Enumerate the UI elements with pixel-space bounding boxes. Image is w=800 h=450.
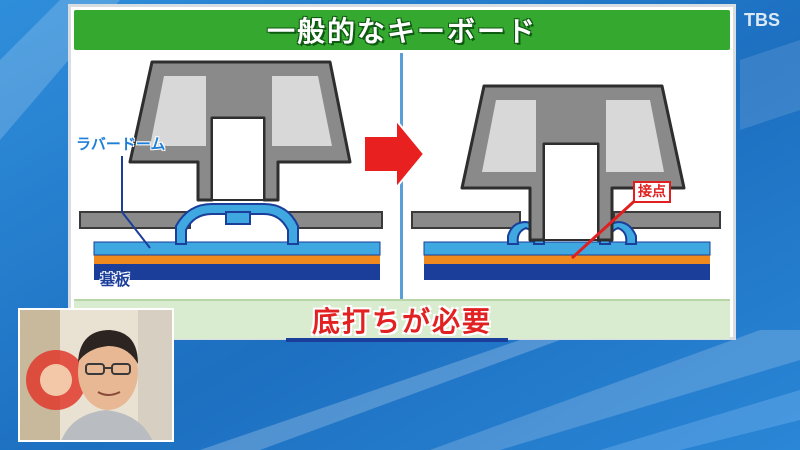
contact-pointer-line [570,194,642,260]
presenter-image [20,310,172,440]
board-navy-layer [424,264,710,280]
right-arrow-icon [363,117,426,191]
stem-inner [211,117,265,201]
plate-left [79,211,191,229]
diagram-panel: 一般的なキーボード 底打ちが必要 [68,4,736,340]
presenter-video-inset [18,308,174,442]
keycap-highlight [606,100,664,172]
conclusion-text: 底打ちが必要 [311,305,492,338]
keycap-highlight [272,76,332,146]
conclusion-underline [286,338,508,342]
key-pressed-diagram [411,84,721,280]
page-title: 一般的なキーボード [266,15,537,48]
stem-inner [543,143,599,241]
leader-line [121,211,151,249]
conclusion-box: 底打ちが必要 [74,299,730,339]
board-navy-layer [94,264,380,280]
rubber-dome [175,203,299,245]
tbs-logo: TBS [744,10,780,30]
board-label: 基板 [100,271,131,289]
dome-plunger [225,211,251,225]
keycap-highlight [150,76,206,146]
board-orange-layer [424,255,710,264]
title-bar: 一般的なキーボード [74,10,730,50]
plate-left [411,211,521,229]
keycap-highlight [482,100,536,172]
key-rest-diagram [79,60,383,280]
board-orange-layer [94,255,380,264]
keyboard-diagram [79,60,721,280]
board-blue-layer [93,241,381,256]
rubber-dome-label: ラバードーム [76,135,166,153]
plate-right [287,211,383,229]
contact-label: 接点 [633,181,671,203]
board-blue-layer [423,241,711,256]
